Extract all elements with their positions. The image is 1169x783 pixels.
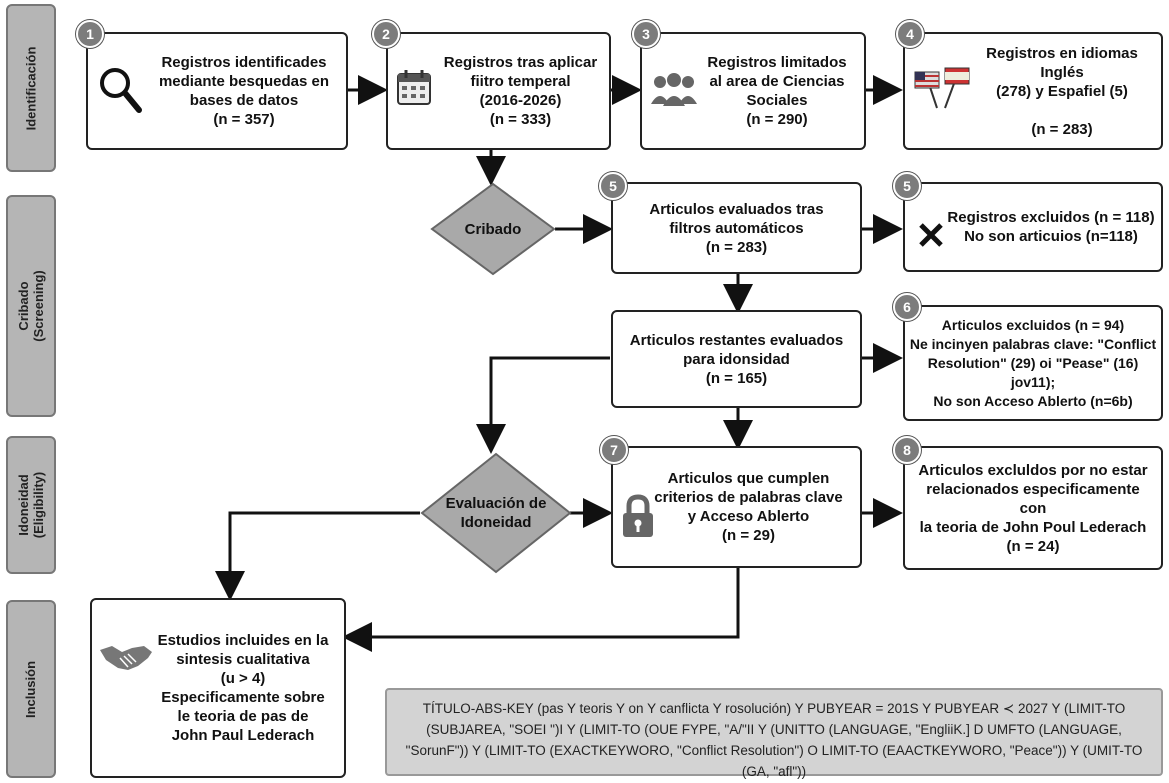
box-social-sciences: Registros limitados al area de Ciencias … <box>640 32 866 150</box>
step-badge-4: 4 <box>896 20 924 48</box>
box-excluded-keywords: Articulos excluidos (n = 94) Ne incinyen… <box>903 305 1163 421</box>
phase-inclusion: Inclusión <box>6 600 56 778</box>
lock-icon <box>623 494 653 537</box>
step-badge-2: 2 <box>372 20 400 48</box>
phase-identification: Identificación <box>6 4 56 172</box>
step-badge-7: 7 <box>600 436 628 464</box>
step-badge-3: 3 <box>632 20 660 48</box>
box-identified-records: Registros identificades mediante besqued… <box>86 32 348 150</box>
box-excluded-not-articles: Registros excluidos (n = 118) No son art… <box>903 182 1163 272</box>
step-badge-5: 5 <box>599 172 627 200</box>
step-badge-6: 6 <box>893 293 921 321</box>
step-badge-8: 8 <box>893 436 921 464</box>
box-keywords-open-access: Articulos que cumplen criterios de palab… <box>611 446 862 568</box>
box-remaining-eligibility: Articulos restantes evaluados para idons… <box>611 310 862 408</box>
flags-icon <box>914 67 970 109</box>
box-included-studies: Estudios incluides en la sintesis cualit… <box>90 598 346 778</box>
step-badge-1: 1 <box>76 20 104 48</box>
handshake-icon <box>100 646 152 670</box>
decision-eligibility: Evaluación de Idoneidad <box>420 452 572 574</box>
step-badge-5b: 5 <box>893 172 921 200</box>
people-group-icon <box>651 73 697 106</box>
magnifier-icon <box>100 68 142 113</box>
box-excluded-lederach: Articulos excluldos por no estar relacio… <box>903 446 1163 570</box>
decision-screening: Cribado <box>430 182 556 276</box>
phase-screening: Cribado (Screening) <box>6 195 56 417</box>
phase-eligibility: Idoneidad (Eligibility) <box>6 436 56 574</box>
box-languages: Registros en idiomas Inglés (278) y Espa… <box>903 32 1163 150</box>
box-automatic-filters: Articulos evaluados tras filtros automát… <box>611 182 862 274</box>
search-query-string: TÍTULO-ABS-KEY (pas Y teoris Y on Y canf… <box>385 688 1163 779</box>
close-x-icon <box>919 223 943 247</box>
calendar-icon <box>397 70 431 105</box>
